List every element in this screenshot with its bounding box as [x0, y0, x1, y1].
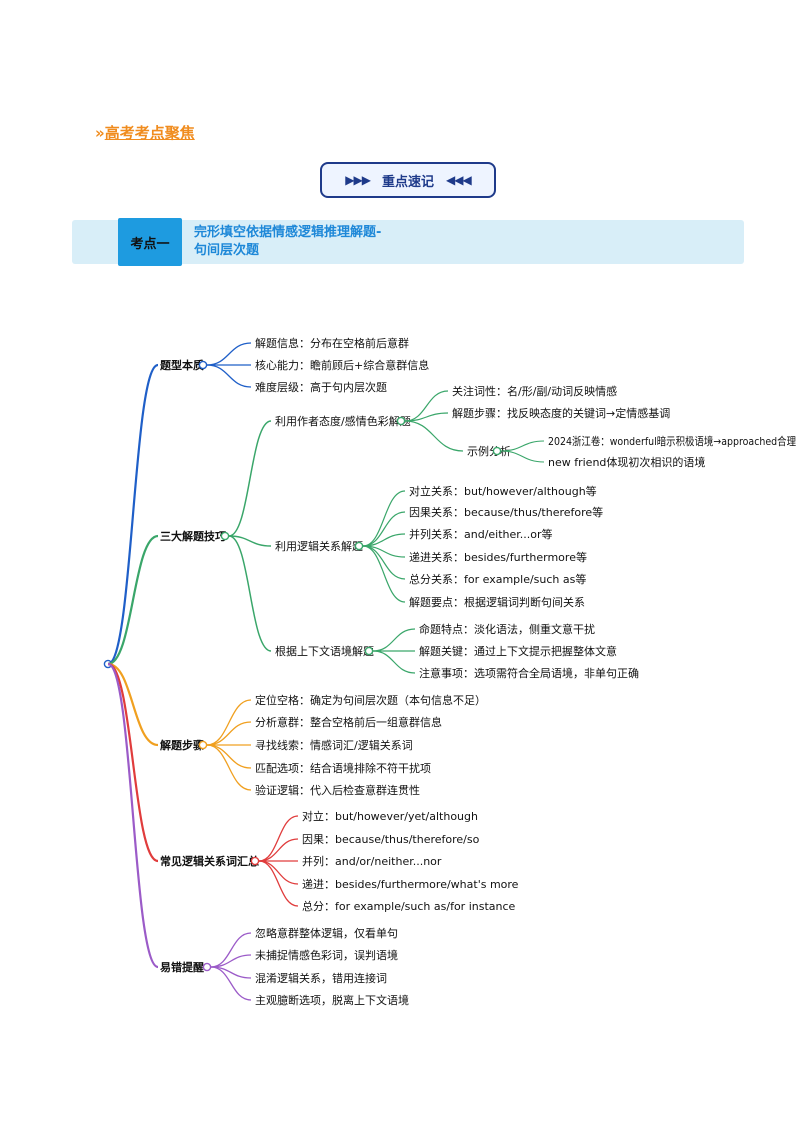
leaf-text: 并列关系：and/either...or等: [409, 527, 553, 541]
sub-node: [396, 416, 406, 426]
leaf-text: 递进：besides/furthermore/what's more: [302, 877, 519, 891]
leaf-link: [372, 650, 416, 674]
branch-node: [202, 962, 212, 972]
sub-label: 利用逻辑关系解题: [275, 539, 363, 553]
branch-label: 解题步骤: [160, 738, 204, 752]
sub-label: 利用作者态度/感情色彩解题: [275, 414, 411, 428]
leaf-text: 寻找线索：情感词汇/逻辑关系词: [255, 738, 413, 752]
branch-node: [220, 531, 230, 541]
leaf-text: 解题信息：分布在空格前后意群: [255, 336, 409, 350]
branch-link: [107, 662, 159, 863]
sub-link: [228, 420, 272, 537]
leaf-link: [258, 838, 299, 862]
branch-link: [107, 662, 159, 747]
leaf-link: [206, 744, 252, 769]
branch-node: [198, 740, 208, 750]
sub-node: [492, 446, 502, 456]
leaf-link: [210, 932, 252, 968]
leaf-link: [210, 966, 252, 1001]
triple-arrow-left-icon: ◀◀◀: [446, 173, 472, 187]
triple-arrow-right-icon: ▶▶▶: [345, 173, 371, 187]
sub-label: 示例分析: [467, 444, 511, 458]
topic-banner: 考点一 完形填空依据情感逻辑推理解题- 句间层次题: [72, 218, 744, 266]
topic-title-line2: 句间层次题: [194, 243, 260, 258]
leaf-text: 分析意群：整合空格前后一组意群信息: [255, 715, 442, 729]
leaf-text: 解题关键：通过上下文提示把握整体文意: [419, 644, 617, 658]
topic-title: 完形填空依据情感逻辑推理解题- 句间层次题: [194, 224, 381, 260]
leaf-text: 2024浙江卷：wonderful暗示积极语境→approached合理: [548, 434, 796, 448]
sub-link: [404, 420, 464, 452]
sub-node: [354, 541, 364, 551]
key-points-badge: ▶▶▶ 重点速记 ◀◀◀: [320, 162, 496, 198]
leaf-text: 对立：but/however/yet/although: [302, 809, 478, 823]
leaf-text: 解题步骤：找反映态度的关键词→定情感基调: [452, 406, 670, 420]
topic-title-line1: 完形填空依据情感逻辑推理解题-: [194, 225, 382, 240]
branch-label: 易错提醒: [160, 960, 204, 974]
leaf-text: 难度层级：高于句内层次题: [255, 380, 387, 394]
leaf-text: new friend体现初次相识的语境: [548, 455, 705, 469]
branch-link: [107, 534, 159, 666]
leaf-text: 总分关系：for example/such as等: [409, 572, 586, 586]
leaf-link: [258, 860, 299, 907]
sub-link: [228, 535, 272, 547]
leaf-text: 并列：and/or/neither...nor: [302, 854, 442, 868]
badge-label: 重点速记: [381, 174, 434, 190]
branch-label: 三大解题技巧: [160, 529, 226, 543]
sub-node: [364, 646, 374, 656]
branch-label: 常见逻辑关系词汇总: [160, 854, 259, 868]
leaf-text: 主观臆断选项，脱离上下文语境: [255, 993, 409, 1007]
leaf-text: 忽略意群整体逻辑，仅看单句: [255, 926, 398, 940]
leaf-link: [404, 390, 449, 422]
focus-header[interactable]: »高考考点聚焦: [95, 122, 195, 143]
leaf-link: [372, 628, 416, 652]
leaf-link: [206, 364, 252, 388]
leaf-text: 总分：for example/such as/for instance: [302, 899, 516, 913]
branch-label: 题型本质: [160, 358, 204, 372]
leaf-link: [362, 511, 406, 547]
leaf-text: 关注词性：名/形/副/动词反映情感: [452, 384, 617, 398]
leaf-link: [206, 744, 252, 791]
leaf-text: 解题要点：根据逻辑词判断句间关系: [409, 595, 585, 609]
leaf-link: [206, 342, 252, 366]
branch-node: [198, 360, 208, 370]
branch-node: [250, 856, 260, 866]
leaf-text: 混淆逻辑关系，错用连接词: [255, 971, 387, 985]
leaf-text: 递进关系：besides/furthermore等: [409, 550, 587, 564]
leaf-text: 验证逻辑：代入后检查意群连贯性: [255, 783, 420, 797]
branch-link: [107, 363, 159, 666]
leaf-text: 注意事项：选项需符合全局语境，非单句正确: [419, 666, 639, 680]
topic-tag: 考点一: [118, 218, 182, 266]
leaf-link: [258, 815, 299, 862]
leaf-text: 未捕捉情感色彩词，误判语境: [255, 948, 398, 962]
focus-header-title: 高考考点聚焦: [104, 124, 195, 142]
leaf-link: [258, 860, 299, 885]
leaf-link: [362, 490, 406, 547]
leaf-link: [206, 721, 252, 746]
leaf-text: 因果关系：because/thus/therefore等: [409, 505, 603, 519]
leaf-text: 匹配选项：结合语境排除不符干扰项: [255, 761, 431, 775]
branch-link: [107, 662, 159, 969]
leaf-text: 核心能力：瞻前顾后+综合意群信息: [255, 358, 429, 372]
leaf-text: 命题特点：淡化语法，侧重文意干扰: [419, 622, 595, 636]
sub-label: 根据上下文语境解题: [275, 644, 374, 658]
leaf-text: 因果：because/thus/therefore/so: [302, 833, 480, 846]
sub-link: [228, 535, 272, 652]
leaf-text: 定位空格：确定为句间层次题（本句信息不足）: [255, 693, 486, 707]
leaf-link: [362, 545, 406, 603]
double-chevron-icon: »: [95, 124, 105, 142]
leaf-text: 对立关系：but/however/although等: [409, 484, 597, 498]
leaf-link: [500, 450, 545, 463]
